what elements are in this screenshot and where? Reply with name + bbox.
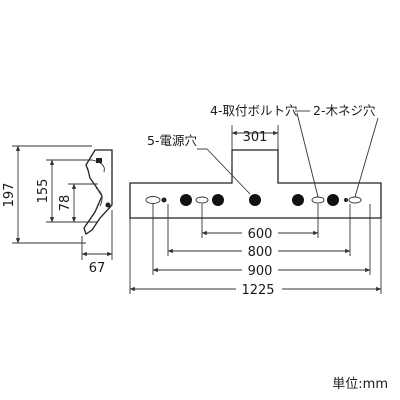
power-hole-4 (292, 194, 304, 206)
side-detail-curve (91, 159, 105, 173)
side-profile (83, 149, 113, 236)
dim-155-text: 155 (36, 179, 51, 204)
dim-67-text: 67 (89, 261, 106, 276)
callouts: 4-取付ボルト穴 2-木ネジ穴 5-電源穴 (147, 103, 379, 198)
side-screw-dot (105, 202, 111, 208)
side-tab (96, 158, 102, 163)
power-hole-1 (180, 194, 192, 206)
slot-dot-right (344, 198, 348, 202)
unit-label: 単位:mm (332, 376, 388, 392)
leader-bolt (296, 112, 319, 198)
dim-800-bg (242, 244, 278, 258)
dim-600-text: 600 (248, 227, 273, 242)
power-hole-5 (327, 194, 339, 206)
leader-wood-screw (354, 117, 379, 198)
label-power-holes: 5-電源穴 (147, 133, 197, 148)
leader-power (206, 148, 251, 195)
dim-1225-text: 1225 (241, 283, 274, 298)
bolt-hole-1 (195, 196, 209, 204)
label-wood-screw-holes: 2-木ネジ穴 (313, 103, 376, 118)
front-view (129, 149, 382, 219)
dim-800-text: 800 (248, 245, 273, 260)
wood-screw-hole-left (145, 196, 161, 204)
side-dimensions: 197 155 78 67 (2, 145, 113, 276)
dim-900-text: 900 (248, 264, 273, 279)
power-hole-2 (212, 194, 224, 206)
dim-1225-bg (236, 282, 282, 296)
power-hole-3 (249, 194, 261, 206)
side-view (83, 149, 113, 236)
label-mounting-bolt-holes: 4-取付ボルト穴 (210, 103, 298, 118)
dim-197-text: 197 (2, 183, 17, 208)
dim-78-text: 78 (58, 195, 73, 212)
dim-301-text: 301 (243, 130, 268, 145)
dim-900-bg (242, 263, 278, 277)
side-detail-curve-2 (95, 187, 103, 207)
dim-600-bg (242, 226, 278, 240)
slot-dot-left (161, 197, 167, 203)
center-dimension: 301 (231, 125, 279, 150)
bottom-dimensions: 600 800 900 1225 (129, 204, 382, 298)
